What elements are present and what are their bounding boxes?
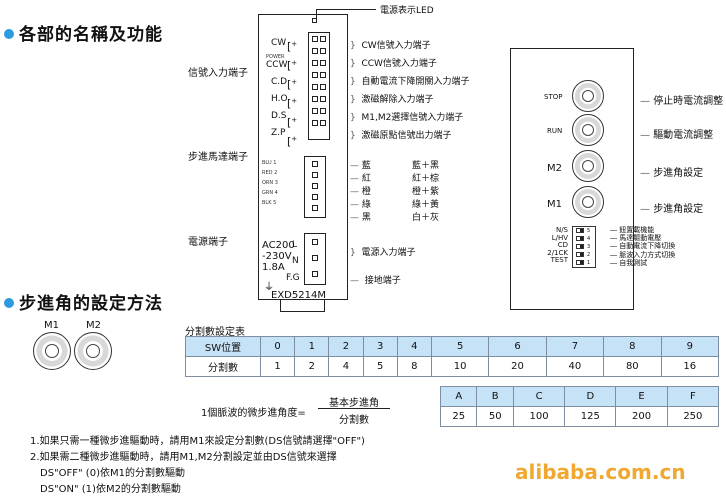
m1-dial-icon (572, 186, 604, 218)
dip-switch-1 (576, 260, 584, 265)
note-4: DS"ON" (1)依M2的分割數驅動 (40, 484, 181, 495)
ground-label: 接地端子 (364, 276, 401, 286)
table-row: SW位置 0 1 2 3 4 5 6 7 8 9 (185, 336, 719, 357)
dial-desc-m2: 步進角設定 (653, 168, 704, 179)
dial-desc-stop: 停止時電流調整 (653, 96, 724, 107)
division-table-2: A B C D E F 25 50 100 125 200 250 (439, 386, 720, 427)
table-row: A B C D E F (439, 386, 720, 407)
dip-switch-4 (576, 236, 584, 241)
run-dial-icon (572, 114, 604, 146)
bullet-icon (4, 298, 14, 308)
led-label: 電源表示LED (380, 6, 434, 16)
bullet-icon (4, 29, 14, 39)
power-n: N (292, 256, 299, 266)
division-table-title: 分割數設定表 (185, 327, 245, 338)
right-panel (510, 48, 634, 310)
pin-cd: C.D (271, 77, 288, 87)
desc-ccw: CCW信號入力端子 (361, 59, 437, 69)
dip-labels: N/S L/HV CD 2/1CK TEST (547, 226, 568, 265)
ground-icon: ⏚ (264, 282, 274, 293)
dial-label-stop: STOP (544, 93, 563, 101)
section-title-step-angle: 步進角的設定方法 (4, 289, 163, 314)
driver-foot (280, 300, 325, 312)
dial-label-m2: M2 (547, 163, 562, 174)
small-m1-dial-icon (33, 332, 71, 370)
power-fg: F.G (286, 273, 300, 283)
dip-switch-block (572, 226, 596, 268)
power-led-icon (312, 18, 317, 23)
small-m2-dial-icon (74, 332, 112, 370)
dial-label-m1: M1 (547, 199, 562, 210)
note-1: 1.如果只需一種微步進驅動時，請用M1來設定分割數(DS信號請選擇"OFF") (30, 436, 365, 447)
table-row: 25 50 100 125 200 250 (439, 406, 720, 427)
dip-switch-2 (576, 252, 584, 257)
power-in-label: 電源入力端子 (361, 248, 416, 258)
m2-dial-icon (572, 150, 604, 182)
dip-numbers: 5 4 3 2 1 (587, 228, 591, 266)
small-dial-label-m1: M1 (44, 320, 59, 331)
power-group-label: 電源端子 (188, 237, 228, 248)
model-label: EXD5214M (271, 290, 326, 301)
desc-ho: 激磁解除入力端子 (361, 95, 434, 105)
stop-dial-icon (572, 80, 604, 112)
desc-ds: M1,M2選擇信號入力端子 (361, 113, 464, 123)
desc-cw: CW信號入力端子 (361, 41, 431, 51)
desc-zp: 激磁原點信號出力端子 (361, 131, 452, 141)
desc-cd: 自動電流下降開關入力端子 (361, 77, 470, 87)
pin-ho: H.O (271, 94, 288, 104)
division-table: SW位置 0 1 2 3 4 5 6 7 8 9 分割數 1 2 4 5 8 1… (185, 336, 719, 377)
power-spec: AC200 -230V 1.8A (262, 240, 295, 273)
formula-left: 1個脈波的微步進角度= (201, 408, 306, 419)
pin-cw: CW (271, 38, 287, 48)
dip-descriptions: ― 鈕置載機能 ― 馬達驅動電壓 ― 自動電流下降切換 ― 脈波入力方式切換 ―… (610, 226, 676, 267)
motor-group-label: 步進馬達端子 (188, 152, 248, 163)
dial-label-run: RUN (547, 127, 563, 135)
power-text: POWER (266, 54, 285, 60)
note-2: 2.如果需二種微步進驅動時，請用M1,M2分割設定並由DS信號來選擇 (30, 452, 337, 463)
pin-brackets: [+ [+ [+ [+ [+ [+ (287, 40, 298, 148)
dial-desc-run: 驅動電流調整 (653, 130, 714, 141)
dial-desc-m1: 步進角設定 (653, 204, 704, 215)
small-dial-label-m2: M2 (86, 320, 101, 331)
pin-ds: D.S (271, 111, 287, 121)
pin-zp: Z.P (271, 128, 286, 138)
dip-switch-3 (576, 244, 584, 249)
note-3: DS"OFF" (0)依M1的分割數驅動 (40, 468, 185, 479)
formula-numerator: 基本步進角 (329, 398, 379, 409)
signal-group-label: 信號入力端子 (188, 68, 248, 79)
formula-fraction-bar (318, 408, 390, 409)
table-row: 分割數 1 2 4 5 8 10 20 40 80 16 (185, 356, 719, 377)
driver-body (258, 14, 348, 300)
power-l: L (292, 240, 298, 250)
watermark: alibaba.com.cn (515, 460, 686, 484)
dip-switch-5 (576, 228, 584, 233)
formula-denominator: 分割數 (339, 415, 369, 426)
section-title-parts: 各部的名稱及功能 (4, 20, 163, 45)
pin-ccw: CCW (266, 60, 288, 70)
